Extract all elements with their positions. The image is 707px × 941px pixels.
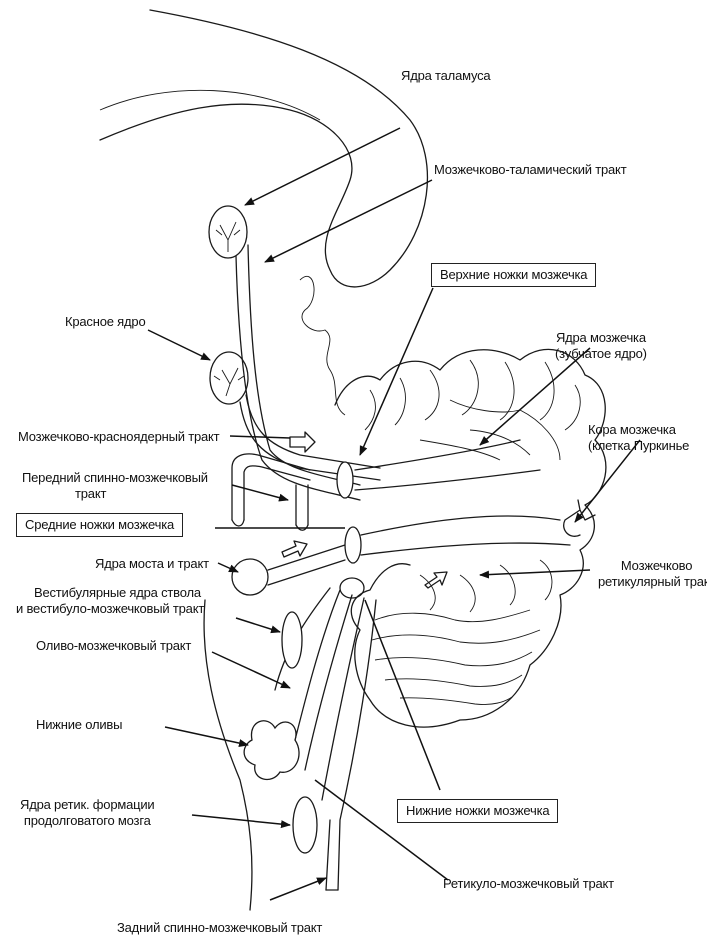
label-inferior-olives: Нижние оливы xyxy=(36,717,122,733)
label-cerebelloreticular-line1: Мозжечково xyxy=(598,558,707,574)
label-reticular-nuclei-line2: продолговатого мозга xyxy=(20,813,155,829)
label-thalamus-nuclei: Ядра таламуса xyxy=(401,68,490,84)
label-cerebellar-cortex: Кора мозжечка (клетка Пуркинье xyxy=(588,422,689,454)
label-anterior-spinocerebellar-line1: Передний спинно-мозжечковый xyxy=(22,470,208,486)
label-vestibular-line1: Вестибулярные ядра ствола xyxy=(16,585,204,601)
label-reticular-nuclei-line1: Ядра ретик. формации xyxy=(20,797,155,813)
label-posterior-spinocerebellar: Задний спинно-мозжечковый тракт xyxy=(117,920,322,936)
label-cerebellar-cortex-line1: Кора мозжечка xyxy=(588,422,689,438)
label-superior-peduncles: Верхние ножки мозжечка xyxy=(431,263,596,287)
label-cerebellar-cortex-line2: (клетка Пуркинье xyxy=(588,438,689,454)
label-inferior-peduncles: Нижние ножки мозжечка xyxy=(397,799,558,823)
label-cerebellar-nuclei-line1: Ядра мозжечка xyxy=(555,330,647,346)
label-reticular-nuclei: Ядра ретик. формации продолговатого мозг… xyxy=(20,797,155,829)
label-cerebellar-nuclei: Ядра мозжечка (зубчатое ядро) xyxy=(555,330,647,362)
label-vestibular: Вестибулярные ядра ствола и вестибуло-мо… xyxy=(16,585,204,617)
label-cerebellar-nuclei-line2: (зубчатое ядро) xyxy=(555,346,647,362)
label-anterior-spinocerebellar: Передний спинно-мозжечковый тракт xyxy=(22,470,208,502)
label-olivocerebellar-tract: Оливо-мозжечковый тракт xyxy=(36,638,191,654)
label-cerebellorubral-tract: Мозжечково-красноядерный тракт xyxy=(18,429,219,445)
label-pontine-nuclei: Ядра моста и тракт xyxy=(95,556,209,572)
label-middle-peduncles: Средние ножки мозжечка xyxy=(16,513,183,537)
label-reticulocerebellar-tract: Ретикуло-мозжечковый тракт xyxy=(443,876,614,892)
label-cerebelloreticular-line2: ретикулярный тракт xyxy=(598,574,707,590)
label-anterior-spinocerebellar-line2: тракт xyxy=(22,486,208,502)
label-cerebelloreticular-tract: Мозжечково ретикулярный тракт xyxy=(598,558,707,590)
label-vestibular-line2: и вестибуло-мозжечковый тракт xyxy=(16,601,204,617)
label-cerebellothalamic-tract: Мозжечково-таламический тракт xyxy=(434,162,626,178)
label-red-nucleus: Красное ядро xyxy=(65,314,145,330)
